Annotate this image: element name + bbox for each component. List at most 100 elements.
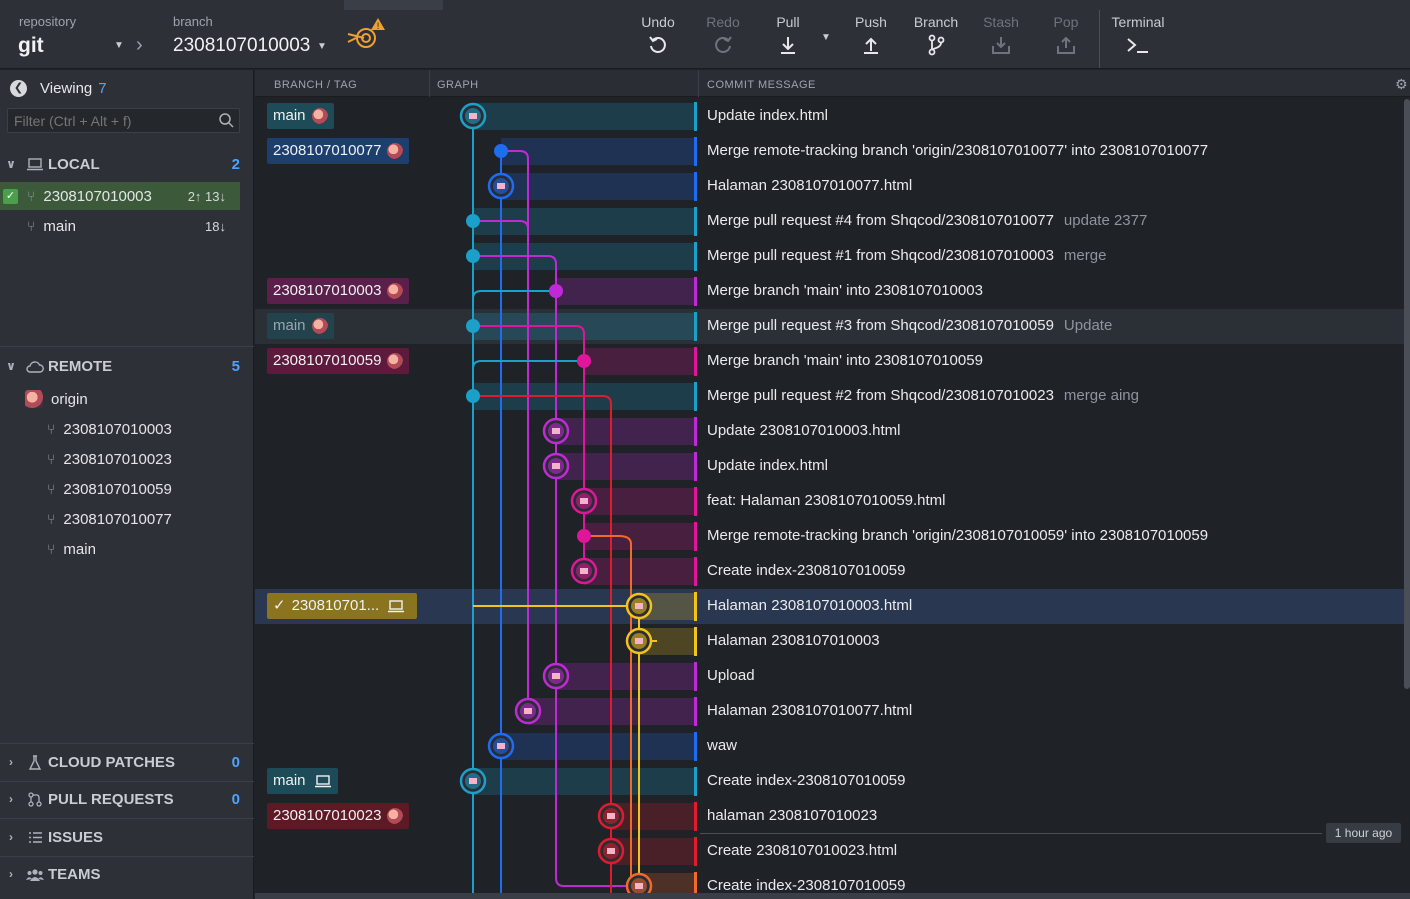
branch-selector[interactable]: 2308107010003 <box>173 35 311 56</box>
remote-origin[interactable]: origin <box>0 385 240 413</box>
column-divider[interactable] <box>429 70 430 97</box>
commit-row[interactable]: Upload <box>255 659 1405 694</box>
lane-line-magenta <box>501 150 529 711</box>
branch-tag[interactable]: 2308107010059 <box>267 348 410 374</box>
branch-color-bar <box>694 382 697 411</box>
branch-color-bar <box>694 207 697 236</box>
commit-node[interactable] <box>549 284 563 298</box>
branch-tag[interactable]: 2308107010003 <box>267 278 410 304</box>
commit-node[interactable] <box>466 214 480 228</box>
pull-requests-header[interactable]: › PULL REQUESTS 0 <box>0 782 254 816</box>
cloud-icon <box>22 360 48 373</box>
pull-options-icon[interactable]: ▼ <box>821 32 831 43</box>
remote-branch-item[interactable]: ⑂main <box>47 540 96 558</box>
commit-summary: Create index-2308107010059 <box>707 772 906 789</box>
local-branch-current[interactable]: ✓ ⑂ 2308107010003 2↑ 13↓ <box>0 182 240 210</box>
commit-row[interactable]: 2308107010059 Merge branch 'main' into 23… <box>255 344 1405 379</box>
commit-node[interactable] <box>577 529 591 543</box>
branch-button[interactable]: Branch <box>903 14 969 64</box>
terminal-button[interactable]: Terminal <box>1105 14 1171 64</box>
branch-icon: ⑂ <box>47 511 56 527</box>
branch-tag[interactable]: main <box>267 103 334 129</box>
stash-button[interactable]: Stash <box>968 14 1034 64</box>
commit-row[interactable]: Merge remote-tracking branch 'origin/230… <box>255 519 1405 554</box>
redo-button[interactable]: Redo <box>690 14 756 64</box>
commit-row[interactable]: main Merge pull request #3 from Shqcod/23… <box>255 309 1405 344</box>
author-avatar-face <box>552 463 560 469</box>
commit-summary: Merge pull request #3 from Shqcod/230810… <box>707 317 1054 334</box>
commit-row[interactable]: feat: Halaman 2308107010059.html <box>255 484 1405 519</box>
local-branch-main[interactable]: ⑂ main 18↓ <box>0 212 240 240</box>
remote-section-header[interactable]: ∨ REMOTE 5 <box>0 349 254 383</box>
back-arrow-icon[interactable]: ❮ <box>10 80 27 97</box>
commit-row[interactable]: Update index.html <box>255 449 1405 484</box>
remote-branch-item[interactable]: ⑂2308107010023 <box>47 450 172 468</box>
horizontal-scrollbar[interactable] <box>255 893 1410 899</box>
commit-message: Merge remote-tracking branch 'origin/230… <box>707 527 1208 544</box>
branch-tag[interactable]: ✓230810701... <box>267 593 417 619</box>
branch-tag-label: 230810701... <box>291 597 380 614</box>
branch-tag-column-header[interactable]: BRANCH / TAG <box>274 79 358 91</box>
remote-branch-item[interactable]: ⑂2308107010003 <box>47 420 172 438</box>
cloud-patches-title: CLOUD PATCHES <box>48 753 175 771</box>
commit-message: Merge pull request #1 from Shqcod/230810… <box>707 247 1106 264</box>
repository-dropdown-icon[interactable]: ▼ <box>114 40 124 51</box>
local-section-header[interactable]: ∨ LOCAL 2 <box>0 147 254 181</box>
commit-row[interactable]: Merge pull request #1 from Shqcod/230810… <box>255 239 1405 274</box>
teams-header[interactable]: › TEAMS <box>0 857 254 891</box>
pop-button[interactable]: Pop <box>1033 14 1099 64</box>
commit-summary: Update index.html <box>707 457 828 474</box>
branch-tag[interactable]: main <box>267 768 338 794</box>
toolbar-tab <box>344 0 443 10</box>
undo-button[interactable]: Undo <box>625 14 691 64</box>
commit-row[interactable]: Halaman 2308107010077.html <box>255 169 1405 204</box>
commit-summary: Merge branch 'main' into 2308107010059 <box>707 352 983 369</box>
behind-count: 18↓ <box>205 218 226 234</box>
commit-summary: Upload <box>707 667 755 684</box>
merge-line <box>473 220 529 230</box>
commit-row[interactable]: waw <box>255 729 1405 764</box>
pull-request-icon <box>22 791 48 807</box>
author-avatar-face <box>635 638 643 644</box>
commit-message-column-header[interactable]: COMMIT MESSAGE <box>707 79 816 91</box>
repository-selector[interactable]: git <box>18 34 44 57</box>
commit-node[interactable] <box>577 354 591 368</box>
sidebar-filter-input[interactable] <box>7 108 240 133</box>
remote-avatar-icon <box>311 108 328 124</box>
branch-tag[interactable]: main <box>267 313 334 339</box>
commit-row[interactable]: Create 2308107010023.html <box>255 834 1405 869</box>
branch-tag[interactable]: 2308107010023 <box>267 803 410 829</box>
vertical-scrollbar[interactable] <box>1404 99 1410 689</box>
issues-header[interactable]: › ISSUES <box>0 820 254 854</box>
cloud-patches-header[interactable]: › CLOUD PATCHES 0 <box>0 745 254 779</box>
column-divider[interactable] <box>698 70 699 97</box>
remote-section-title: REMOTE <box>48 357 113 375</box>
commit-row[interactable]: Create index-2308107010059 <box>255 554 1405 589</box>
fetch-target-icon[interactable]: ! <box>344 16 388 52</box>
push-button[interactable]: Push <box>838 14 904 64</box>
commit-node[interactable] <box>466 389 480 403</box>
commit-node[interactable] <box>466 249 480 263</box>
commit-row[interactable]: main Create index-2308107010059 <box>255 764 1405 799</box>
commit-node[interactable] <box>494 144 508 158</box>
chevron-right-icon: › <box>9 755 13 769</box>
pull-button[interactable]: Pull <box>755 14 821 64</box>
graph-column-header-label[interactable]: GRAPH <box>437 79 479 91</box>
gear-icon[interactable]: ⚙ <box>1395 76 1408 92</box>
remote-branch-item[interactable]: ⑂2308107010059 <box>47 480 172 498</box>
commit-row[interactable]: ✓230810701...Halaman 2308107010003.html <box>255 589 1405 624</box>
section-divider <box>0 856 254 857</box>
commit-row[interactable]: Update 2308107010003.html <box>255 414 1405 449</box>
commit-description: Update <box>1063 317 1113 334</box>
branch-dropdown-icon[interactable]: ▼ <box>317 41 327 52</box>
author-avatar-face <box>580 568 588 574</box>
commit-node[interactable] <box>466 319 480 333</box>
commit-message: Update index.html <box>707 457 828 474</box>
remote-branch-item[interactable]: ⑂2308107010077 <box>47 510 172 528</box>
branch-tag[interactable]: 2308107010077 <box>267 138 410 164</box>
